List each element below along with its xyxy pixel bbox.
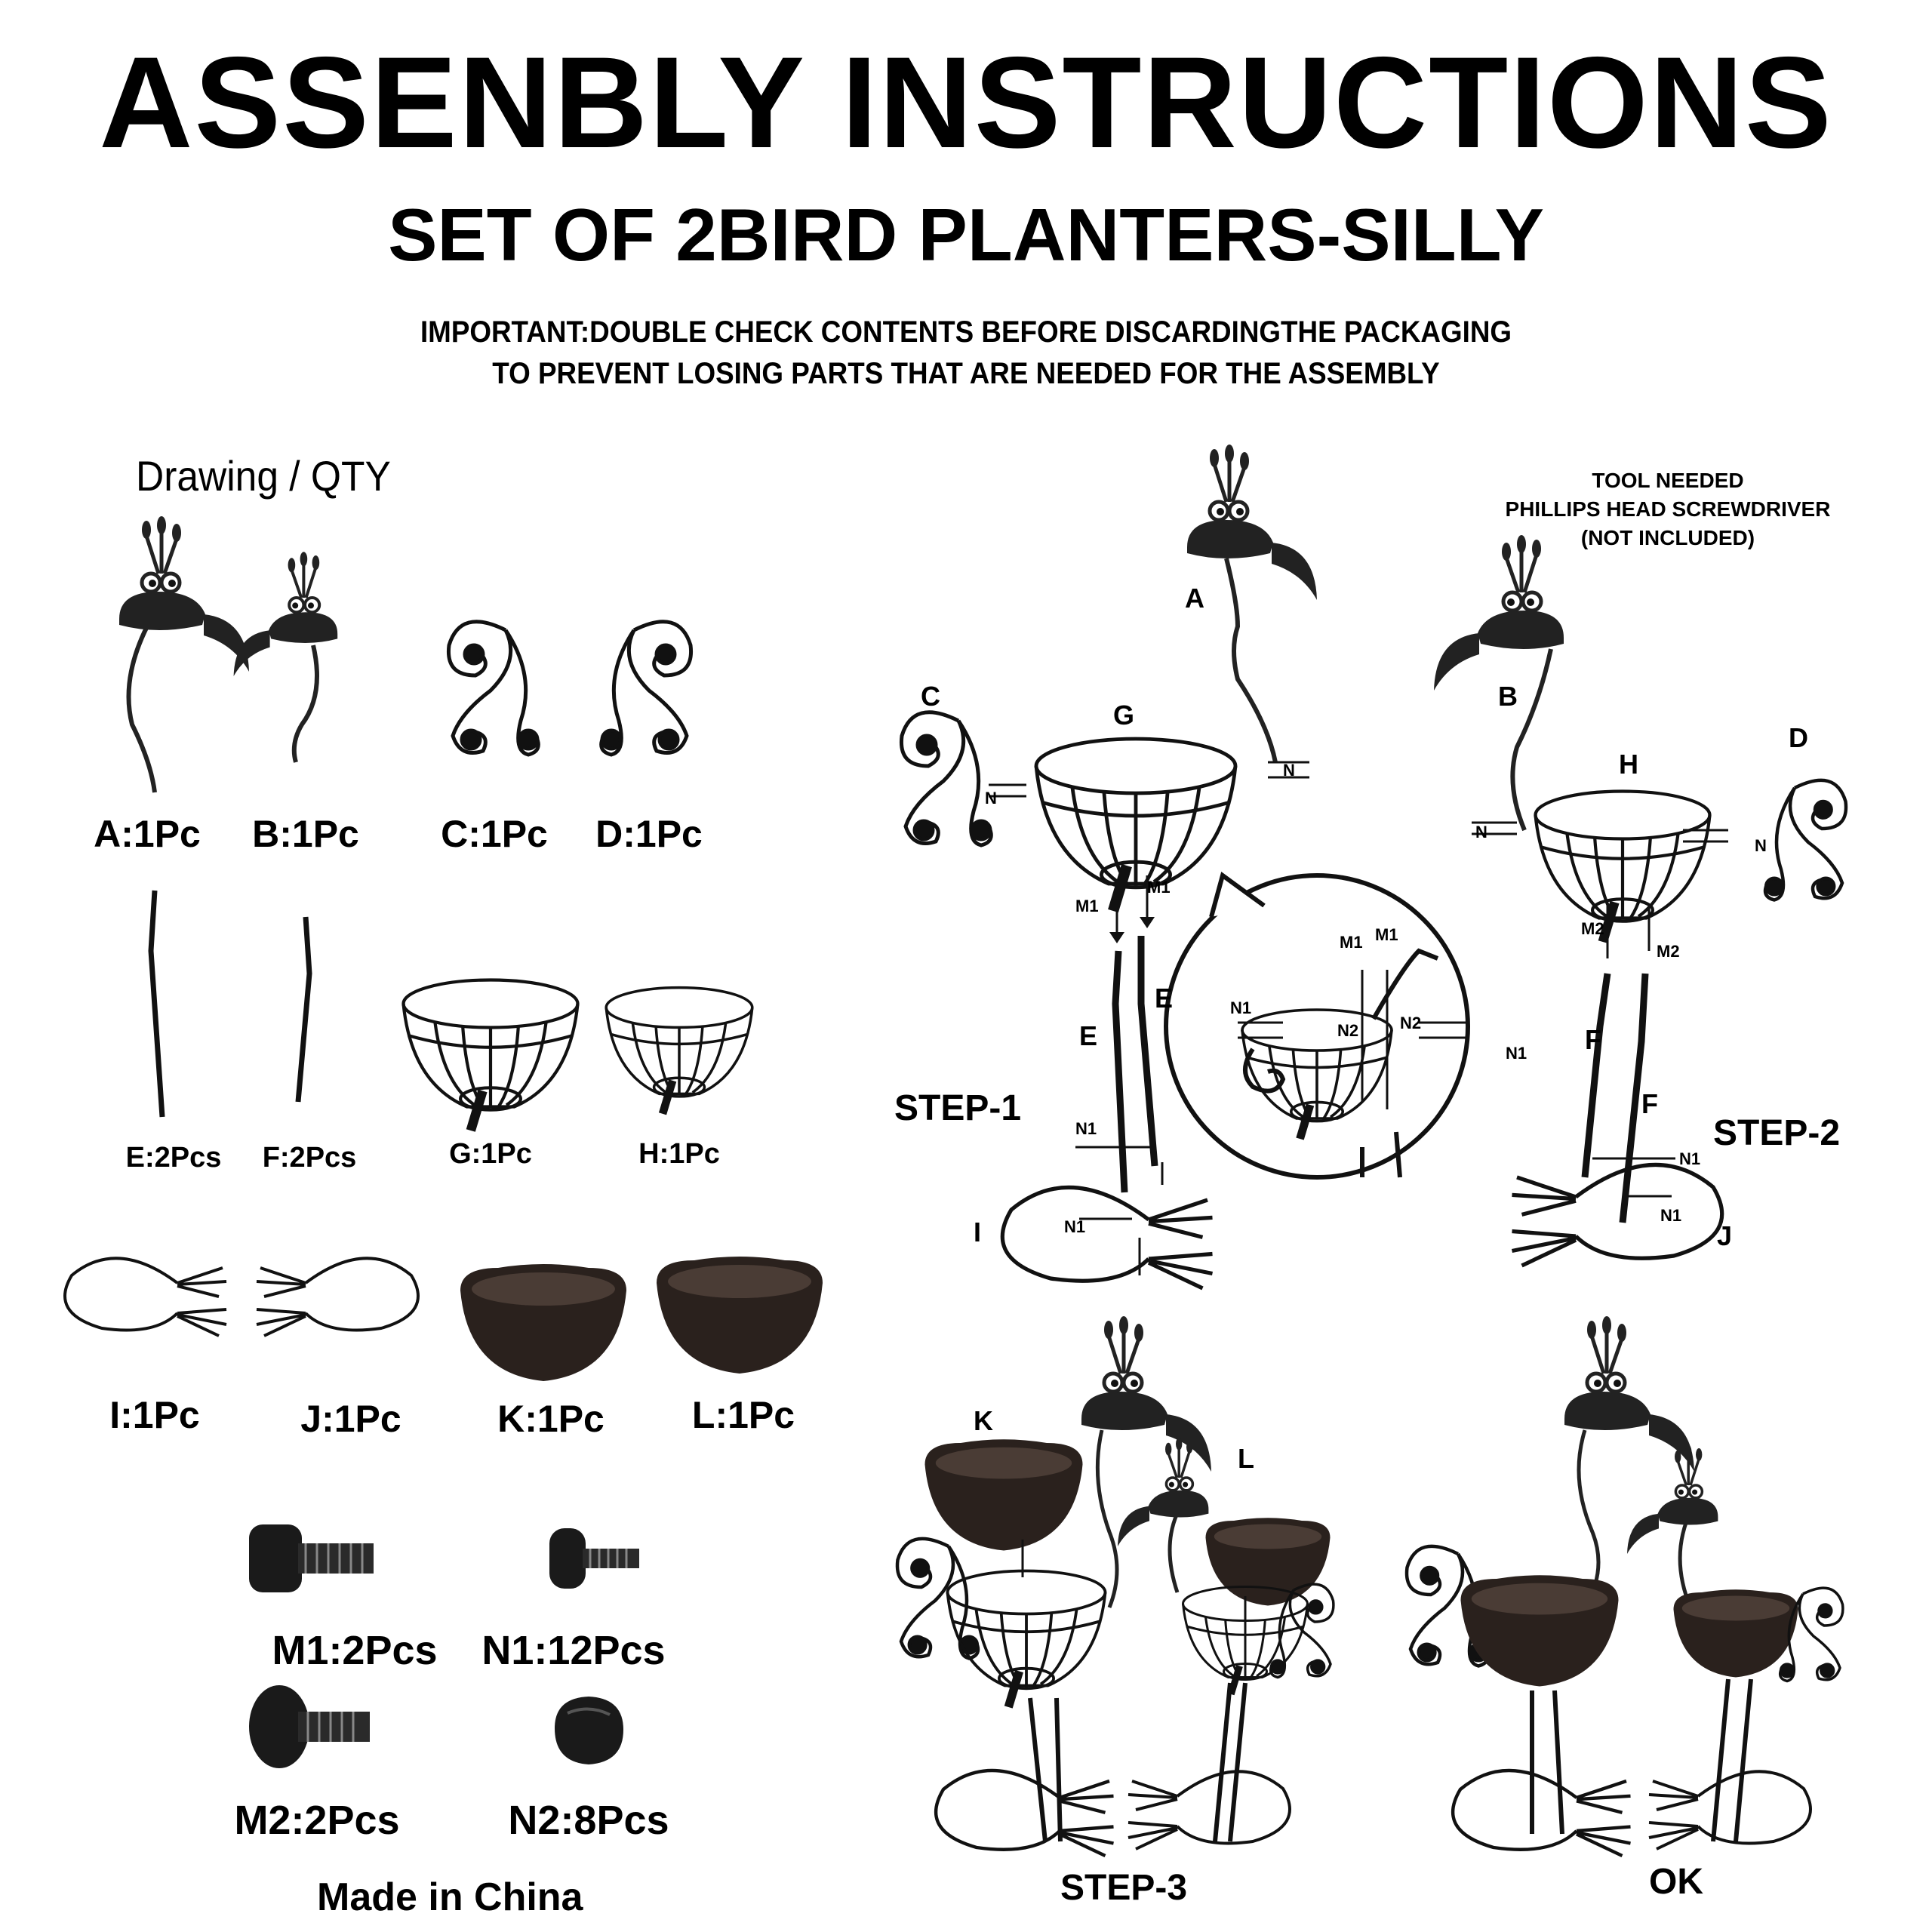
tool-note-line-1: TOOL NEEDED xyxy=(1592,469,1744,492)
step1-callout-m1-left: M1 xyxy=(1075,897,1099,915)
step2-callout-m2-left: M2 xyxy=(1581,919,1604,938)
notice-line-1: IMPORTANT:DOUBLE CHECK CONTENTS BEFORE D… xyxy=(420,315,1512,349)
part-label-k: K:1Pc xyxy=(497,1398,605,1440)
part-label-a: A:1Pc xyxy=(94,813,201,855)
part-d-drawing xyxy=(601,622,691,755)
part-label-c: C:1Pc xyxy=(441,813,548,855)
part-c-drawing xyxy=(448,622,538,755)
step-2-diagram xyxy=(1434,535,1846,1266)
step2-letter-b: B xyxy=(1498,681,1518,712)
screw-m2-drawing xyxy=(249,1685,370,1768)
detail-callout-n1-right: N1 xyxy=(1506,1044,1527,1063)
step-2-label: STEP-2 xyxy=(1713,1113,1841,1153)
detail-callout-m1-a: M1 xyxy=(1340,933,1363,952)
final-ok-label: OK xyxy=(1649,1862,1703,1902)
step3-letter-l: L xyxy=(1238,1443,1254,1474)
part-j-drawing xyxy=(255,1257,420,1337)
step2-letter-h: H xyxy=(1619,749,1638,780)
step2-callout-m2-right: M2 xyxy=(1657,942,1680,961)
hardware-label-n2: N2:8Pcs xyxy=(508,1798,669,1843)
step1-callout-m1-right: M1 xyxy=(1147,878,1171,897)
part-h-drawing xyxy=(606,988,752,1114)
step2-callout-n-left: N xyxy=(1475,823,1487,841)
part-i-drawing xyxy=(63,1257,228,1337)
hardware-label-m2: M2:2Pcs xyxy=(234,1798,400,1843)
detail-callout-n1-left: N1 xyxy=(1230,998,1252,1017)
step-3-label: STEP-3 xyxy=(1060,1868,1188,1908)
part-b-drawing xyxy=(234,552,338,763)
detail-callout-n2-right: N2 xyxy=(1400,1014,1422,1032)
part-label-g: G:1Pc xyxy=(449,1138,532,1170)
document-subtitle: SET OF 2BIRD PLANTERS-SILLY xyxy=(388,193,1544,276)
step1-letter-c: C xyxy=(921,681,940,712)
part-label-e: E:2Pcs xyxy=(125,1142,222,1174)
part-label-b: B:1Pc xyxy=(252,813,359,855)
step2-letter-f2: F xyxy=(1641,1088,1658,1119)
step-1-diagram xyxy=(901,445,1470,1288)
step2-callout-n1-upper: N1 xyxy=(1679,1149,1701,1168)
step2-callout-n-right: N xyxy=(1755,836,1767,855)
part-g-drawing xyxy=(404,980,578,1131)
step1-letter-e1: E xyxy=(1079,1020,1098,1051)
step-3-diagram xyxy=(897,1316,1335,1856)
tool-note-line-3: (NOT INCLUDED) xyxy=(1580,526,1755,549)
part-k-drawing xyxy=(460,1264,626,1381)
step1-callout-n1-lower: N1 xyxy=(1064,1217,1086,1236)
nut-n2-drawing xyxy=(555,1697,623,1764)
hardware-label-n1: N1:12Pcs xyxy=(481,1628,666,1673)
step2-letter-j: J xyxy=(1717,1220,1733,1251)
step2-letter-f1: F xyxy=(1585,1024,1601,1055)
step1-callout-n-left: N xyxy=(985,789,997,808)
part-label-i: I:1Pc xyxy=(109,1394,200,1436)
step1-callout-n1-upper: N1 xyxy=(1075,1119,1097,1138)
step1-callout-n-right: N xyxy=(1283,761,1295,780)
screw-m1-drawing xyxy=(249,1524,374,1592)
step1-letter-g: G xyxy=(1113,700,1135,731)
tool-note-line-2: PHILLIPS HEAD SCREWDRIVER xyxy=(1505,497,1831,521)
part-f-drawing xyxy=(295,916,312,1103)
part-label-l: L:1Pc xyxy=(691,1394,795,1436)
step2-letter-d: D xyxy=(1789,722,1808,753)
step-1-label: STEP-1 xyxy=(894,1088,1022,1128)
part-a-drawing xyxy=(119,516,249,793)
step1-letter-e2: E xyxy=(1155,983,1174,1014)
parts-list-heading: Drawing / QTY xyxy=(136,452,391,500)
tool-note: TOOL NEEDED PHILLIPS HEAD SCREWDRIVER (N… xyxy=(1472,466,1864,552)
step2-callout-n1-lower: N1 xyxy=(1660,1206,1682,1225)
detail-callout-n2-left: N2 xyxy=(1337,1021,1359,1040)
step1-letter-a: A xyxy=(1185,583,1204,614)
screw-n1-drawing xyxy=(549,1528,639,1589)
step1-letter-i: I xyxy=(974,1217,982,1247)
detail-callout-m1-b: M1 xyxy=(1375,925,1398,944)
final-assembled-diagram xyxy=(1407,1316,1844,1856)
part-label-h: H:1Pc xyxy=(638,1138,720,1170)
part-l-drawing xyxy=(657,1257,823,1374)
part-e-drawing xyxy=(148,890,165,1118)
notice-line-2: TO PREVENT LOSING PARTS THAT ARE NEEDED … xyxy=(492,357,1440,390)
step3-letter-k: K xyxy=(974,1405,993,1436)
hardware-label-m1: M1:2Pcs xyxy=(272,1628,438,1673)
made-in-label: Made in China xyxy=(317,1875,583,1919)
document-title: ASSENBLY INSTRUCTIONS xyxy=(99,30,1833,175)
part-label-j: J:1Pc xyxy=(300,1398,401,1440)
part-label-f: F:2Pcs xyxy=(262,1142,357,1174)
part-label-d: D:1Pc xyxy=(595,813,703,855)
